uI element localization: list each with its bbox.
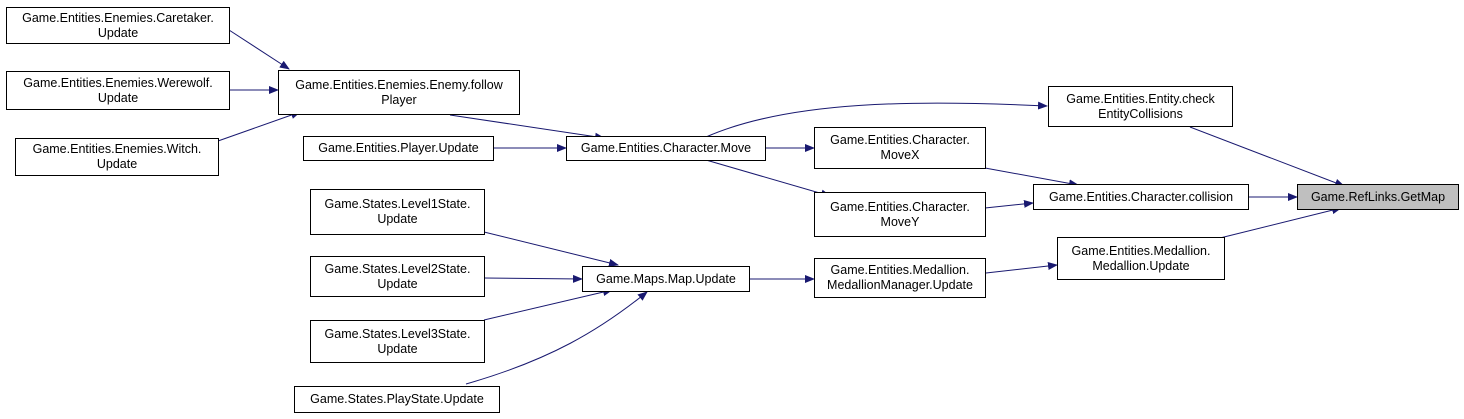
edge-move-to-movey	[705, 159, 831, 198]
edge-checkcollisions-to-getmap	[1189, 126, 1345, 187]
node-level1state-update[interactable]: Game.States.Level1State. Update	[310, 189, 485, 235]
node-label: Game.Entities.Character.Move	[580, 141, 752, 155]
node-level3state-update[interactable]: Game.States.Level3State. Update	[310, 320, 485, 363]
node-label: Game.States.Level2State. Update	[324, 261, 471, 291]
node-medallionmanager-update[interactable]: Game.Entities.Medallion. MedallionManage…	[814, 258, 986, 298]
node-label: Game.Entities.Medallion. Medallion.Updat…	[1071, 243, 1211, 273]
node-label: Game.States.PlayState.Update	[310, 392, 484, 406]
node-map-update[interactable]: Game.Maps.Map.Update	[582, 266, 750, 292]
edge-playstate-to-mapupdate	[465, 291, 648, 385]
node-playstate-update[interactable]: Game.States.PlayState.Update	[294, 386, 500, 413]
edge-level1-to-mapupdate	[483, 231, 619, 267]
node-player-update[interactable]: Game.Entities.Player.Update	[303, 136, 494, 161]
node-label: Game.Entities.Character. MoveY	[830, 199, 970, 229]
node-medallion-update[interactable]: Game.Entities.Medallion. Medallion.Updat…	[1057, 237, 1225, 280]
edge-caretaker-to-followplayer	[228, 29, 290, 70]
node-character-movey[interactable]: Game.Entities.Character. MoveY	[814, 192, 986, 237]
node-reflinks-getmap[interactable]: Game.RefLinks.GetMap	[1297, 184, 1459, 210]
edge-level2-to-mapupdate	[483, 274, 583, 283]
edge-movex-to-collision	[984, 167, 1079, 188]
node-label: Game.Entities.Enemies.Caretaker. Update	[22, 10, 214, 40]
edge-medallionupdate-to-getmap	[1219, 206, 1342, 239]
node-label: Game.Entities.Enemies.Werewolf. Update	[23, 75, 213, 105]
node-character-move[interactable]: Game.Entities.Character.Move	[566, 136, 766, 161]
node-label: Game.Entities.Player.Update	[318, 141, 479, 155]
node-label: Game.Entities.Enemies.Enemy.follow Playe…	[295, 77, 503, 107]
node-label: Game.Entities.Enemies.Witch. Update	[32, 142, 202, 171]
node-label: Game.Maps.Map.Update	[596, 271, 736, 286]
node-label: Game.States.Level3State. Update	[324, 326, 471, 356]
node-label: Game.Entities.Entity.check EntityCollisi…	[1066, 91, 1215, 121]
edge-movey-to-collision	[984, 199, 1034, 209]
edge-level3-to-mapupdate	[483, 288, 613, 321]
edge-followplayer-to-move	[449, 114, 605, 141]
node-label: Game.RefLinks.GetMap	[1310, 189, 1446, 204]
node-label: Game.States.Level1State. Update	[324, 197, 471, 226]
node-entity-checkentitycollisions[interactable]: Game.Entities.Entity.check EntityCollisi…	[1048, 86, 1233, 127]
node-label: Game.Entities.Medallion. MedallionManage…	[827, 263, 973, 292]
edge-medallionmanager-to-medallionupdate	[985, 262, 1058, 274]
node-level2state-update[interactable]: Game.States.Level2State. Update	[310, 256, 485, 297]
node-witch-update[interactable]: Game.Entities.Enemies.Witch. Update	[15, 138, 219, 176]
node-werewolf-update[interactable]: Game.Entities.Enemies.Werewolf. Update	[6, 71, 230, 110]
node-character-collision[interactable]: Game.Entities.Character.collision	[1033, 184, 1249, 210]
node-caretaker-update[interactable]: Game.Entities.Enemies.Caretaker. Update	[6, 7, 230, 44]
node-label: Game.Entities.Character.collision	[1048, 189, 1234, 204]
edge-move-to-checkcollisions	[705, 101, 1048, 138]
node-enemy-followplayer[interactable]: Game.Entities.Enemies.Enemy.follow Playe…	[278, 70, 520, 115]
edge-witch-to-followplayer	[217, 111, 301, 142]
node-label: Game.Entities.Character. MoveX	[830, 133, 970, 162]
node-character-movex[interactable]: Game.Entities.Character. MoveX	[814, 127, 986, 169]
